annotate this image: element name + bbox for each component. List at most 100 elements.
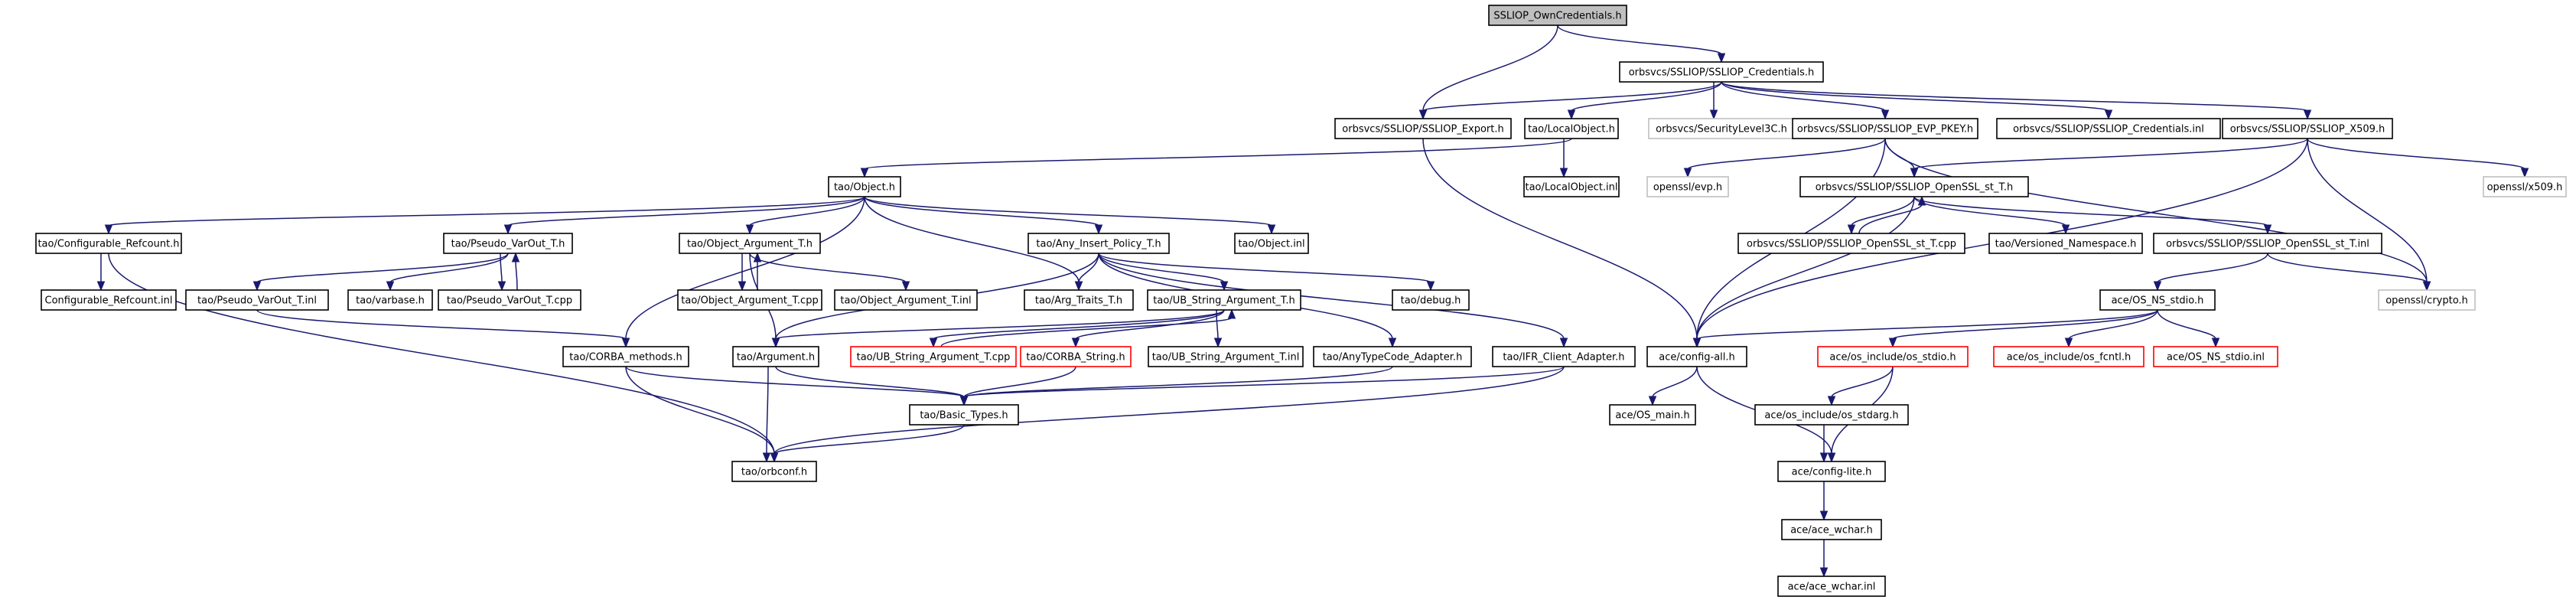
- graph-node[interactable]: orbsvcs/SSLIOP/SSLIOP_Credentials.inl: [1996, 118, 2221, 139]
- graph-node[interactable]: tao/UB_String_Argument_T.inl: [1148, 346, 1304, 367]
- graph-node[interactable]: ace/os_include/os_stdarg.h: [1754, 404, 1909, 426]
- graph-node[interactable]: tao/Configurable_Refcount.h: [35, 233, 182, 254]
- graph-node[interactable]: tao/LocalObject.h: [1524, 118, 1619, 139]
- graph-node[interactable]: ace/OS_NS_stdio.h: [2099, 289, 2216, 311]
- edge-line: [1422, 81, 1722, 112]
- graph-node[interactable]: tao/debug.h: [1392, 289, 1470, 311]
- edge-line: [864, 138, 1572, 170]
- edge-arrowhead: [1819, 567, 1829, 578]
- node-box: [677, 289, 822, 311]
- node-label: tao/Configurable_Refcount.h: [37, 239, 179, 250]
- edge-arrowhead: [1071, 338, 1080, 348]
- edge-arrowhead: [1648, 396, 1657, 406]
- graph-node[interactable]: orbsvcs/SSLIOP/SSLIOP_OpenSSL_st_T.inl: [2153, 233, 2382, 254]
- edge-arrowhead: [770, 452, 779, 463]
- graph-node[interactable]: orbsvcs/SSLIOP/SSLIOP_OpenSSL_st_T.cpp: [1737, 233, 1965, 254]
- node-label: orbsvcs/SecurityLevel3C.h: [1656, 124, 1787, 135]
- graph-node[interactable]: ace/os_include/os_fcntl.h: [1993, 346, 2144, 367]
- graph-node[interactable]: tao/AnyTypeCode_Adapter.h: [1313, 346, 1472, 367]
- graph-node[interactable]: tao/CORBA_String.h: [1020, 346, 1132, 367]
- graph-node[interactable]: tao/Object_Argument_T.inl: [834, 289, 978, 311]
- graph-node[interactable]: tao/Argument.h: [732, 346, 819, 367]
- edge-line: [1078, 253, 1099, 283]
- include-edge: [864, 196, 1276, 235]
- graph-node[interactable]: tao/Object.h: [828, 176, 901, 197]
- include-edge: [1888, 309, 2158, 348]
- graph-node[interactable]: tao/Basic_Types.h: [909, 404, 1019, 426]
- include-edge: [959, 366, 1565, 406]
- graph-node[interactable]: tao/orbconf.h: [731, 461, 817, 482]
- graph-node[interactable]: openssl/evp.h: [1646, 176, 1729, 197]
- node-box: [1148, 346, 1304, 367]
- graph-node[interactable]: tao/UB_String_Argument_T.cpp: [850, 346, 1017, 367]
- node-box: [679, 233, 821, 254]
- node-box: [1027, 233, 1170, 254]
- graph-node[interactable]: orbsvcs/SSLIOP/SSLIOP_X509.h: [2222, 118, 2393, 139]
- edge-line: [1831, 366, 1894, 398]
- edge-line: [108, 196, 865, 227]
- graph-node[interactable]: ace/OS_main.h: [1609, 404, 1696, 426]
- graph-node[interactable]: tao/Pseudo_VarOut_T.h: [443, 233, 573, 254]
- graph-node[interactable]: tao/Object_Argument_T.cpp: [677, 289, 822, 311]
- include-edge: [1098, 253, 1229, 292]
- graph-node[interactable]: tao/Arg_Traits_T.h: [1024, 289, 1134, 311]
- edge-arrowhead: [1426, 281, 1435, 292]
- include-edge: [96, 253, 106, 292]
- node-label: tao/Pseudo_VarOut_T.cpp: [447, 295, 572, 307]
- graph-node[interactable]: openssl/crypto.h: [2378, 289, 2476, 311]
- graph-node[interactable]: tao/UB_String_Argument_T.h: [1147, 289, 1301, 311]
- edge-line: [1696, 196, 1915, 340]
- node-box: [1777, 461, 1886, 482]
- graph-node[interactable]: orbsvcs/SSLIOP/SSLIOP_Export.h: [1334, 118, 1512, 139]
- graph-node[interactable]: ace/os_include/os_stdio.h: [1817, 346, 1969, 367]
- edge-line: [1884, 138, 1915, 170]
- graph-node[interactable]: tao/Versioned_Namespace.h: [1988, 233, 2143, 254]
- graph-node[interactable]: tao/Any_Insert_Policy_T.h: [1027, 233, 1170, 254]
- graph-node[interactable]: ace/config-lite.h: [1777, 461, 1886, 482]
- graph-node[interactable]: openssl/x509.h: [2483, 176, 2567, 197]
- edge-arrowhead: [2153, 281, 2162, 292]
- graph-node[interactable]: ace/config-all.h: [1646, 346, 1747, 367]
- graph-node[interactable]: SSLIOP_OwnCredentials.h: [1488, 5, 1627, 26]
- edge-line: [2267, 253, 2428, 283]
- include-edge: [762, 366, 771, 463]
- node-box: [828, 176, 901, 197]
- edge-line: [1422, 24, 1558, 112]
- graph-node[interactable]: tao/LocalObject.inl: [1523, 176, 1620, 197]
- graph-node[interactable]: tao/Object.inl: [1234, 233, 1309, 254]
- graph-node[interactable]: orbsvcs/SSLIOP/SSLIOP_EVP_PKEY.h: [1792, 118, 1978, 139]
- edge-line: [864, 196, 1080, 283]
- graph-node[interactable]: tao/Pseudo_VarOut_T.inl: [185, 289, 329, 311]
- node-box: [1523, 176, 1620, 197]
- edge-line: [749, 253, 907, 283]
- node-box: [1619, 61, 1824, 83]
- edge-arrowhead: [1559, 168, 1568, 178]
- graph-node[interactable]: tao/IFR_Client_Adapter.h: [1492, 346, 1636, 367]
- graph-node[interactable]: ace/ace_wchar.h: [1781, 519, 1882, 540]
- node-box: [2222, 118, 2393, 139]
- graph-node[interactable]: orbsvcs/SSLIOP/SSLIOP_OpenSSL_st_T.h: [1799, 176, 2029, 197]
- graph-node[interactable]: orbsvcs/SecurityLevel3C.h: [1648, 118, 1795, 139]
- graph-node[interactable]: tao/Object_Argument_T.h: [679, 233, 821, 254]
- node-box: [1754, 404, 1909, 426]
- node-box: [1024, 289, 1134, 311]
- graph-node[interactable]: ace/ace_wchar.inl: [1777, 576, 1886, 597]
- include-edge: [511, 252, 520, 291]
- edge-arrowhead: [901, 281, 910, 292]
- graph-node[interactable]: tao/varbase.h: [347, 289, 433, 311]
- node-label: ace/os_include/os_stdarg.h: [1764, 410, 1898, 422]
- graph-node[interactable]: tao/CORBA_methods.h: [562, 346, 689, 367]
- include-edge: [1847, 196, 1915, 235]
- graph-node[interactable]: Configurable_Refcount.inl: [41, 289, 177, 311]
- graph-node[interactable]: orbsvcs/SSLIOP/SSLIOP_Credentials.h: [1619, 61, 1824, 83]
- node-box: [2483, 176, 2567, 197]
- include-edge: [738, 253, 747, 292]
- edge-line: [1216, 309, 1219, 340]
- node-box: [41, 289, 177, 311]
- edge-line: [1422, 138, 1698, 340]
- include-edge: [959, 366, 1393, 406]
- graph-node[interactable]: tao/Pseudo_VarOut_T.cpp: [438, 289, 581, 311]
- graph-node[interactable]: ace/OS_NS_stdio.inl: [2153, 346, 2278, 367]
- node-box: [1996, 118, 2221, 139]
- include-edge: [1098, 253, 1435, 292]
